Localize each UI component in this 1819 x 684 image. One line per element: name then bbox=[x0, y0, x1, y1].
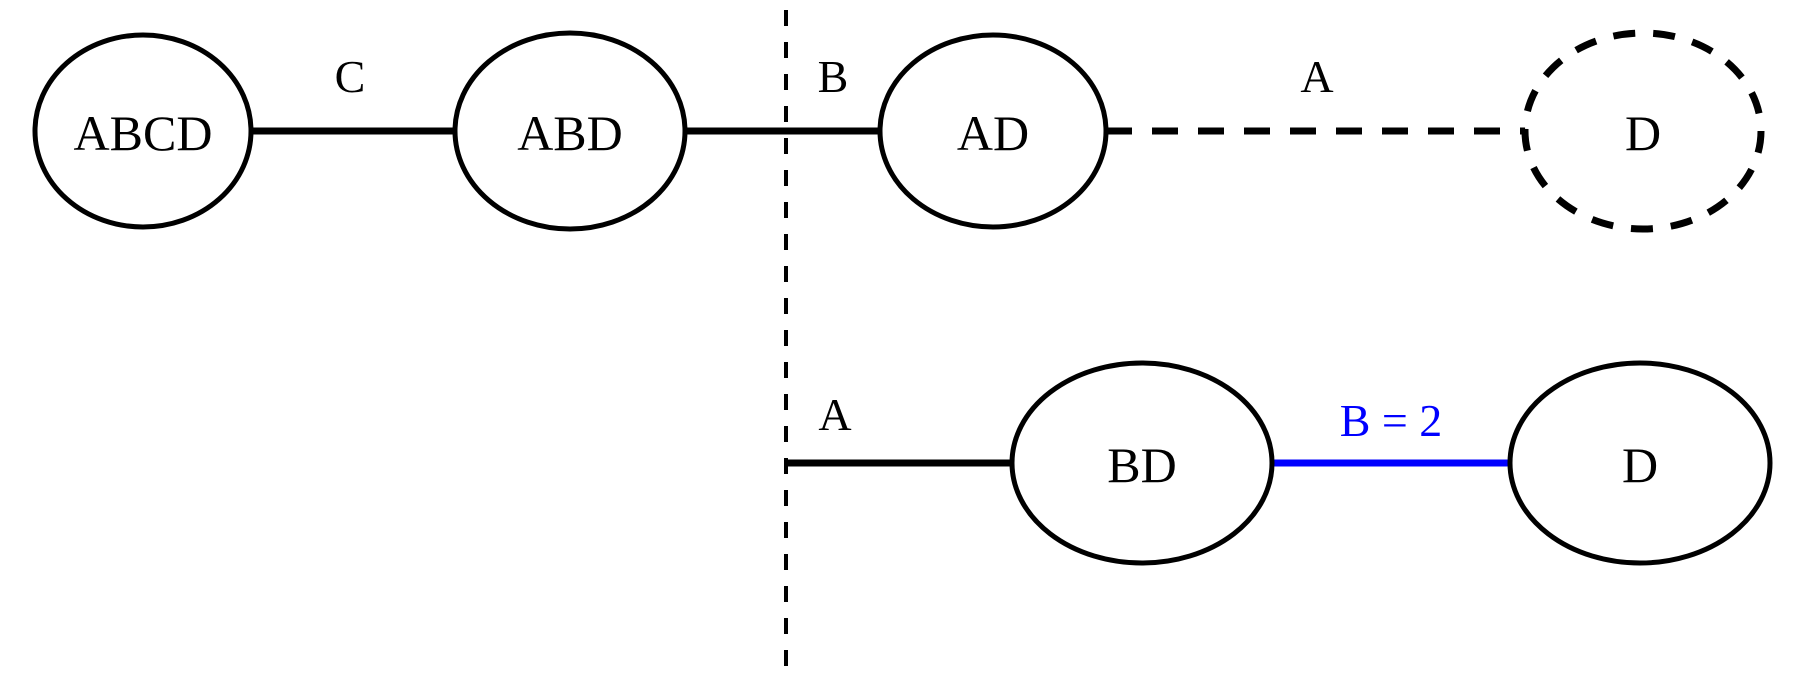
edge-label-b-equals-2: B = 2 bbox=[1340, 395, 1443, 446]
node-ellipse-bd[interactable] bbox=[1009, 360, 1275, 566]
edge-label-a-top: A bbox=[1300, 51, 1333, 102]
edge-abd-ad[interactable]: B bbox=[685, 51, 881, 135]
node-ellipse-ad[interactable] bbox=[877, 32, 1109, 230]
node-label-d-top: D bbox=[1625, 105, 1661, 161]
edge-bd-d[interactable]: B = 2 bbox=[1271, 395, 1511, 467]
node-ad[interactable]: AD bbox=[877, 32, 1109, 230]
node-ellipse-d-bottom[interactable] bbox=[1507, 360, 1773, 566]
node-bd[interactable]: BD bbox=[1009, 360, 1275, 566]
edge-label-b: B bbox=[818, 51, 849, 102]
node-abcd[interactable]: ABCD bbox=[32, 32, 254, 230]
node-d-top[interactable]: D bbox=[1521, 29, 1765, 233]
node-label-bd: BD bbox=[1107, 437, 1176, 493]
node-ellipse-abd[interactable] bbox=[452, 30, 688, 232]
edge-label-a-bottom: A bbox=[818, 389, 851, 440]
node-ellipse-d-dashed[interactable] bbox=[1521, 29, 1765, 233]
node-layer: ABCD ABD AD D BD D bbox=[32, 29, 1773, 566]
node-ellipse-abcd[interactable] bbox=[32, 32, 254, 230]
edge-abcd-abd[interactable]: C bbox=[251, 51, 456, 135]
node-label-d-bottom: D bbox=[1622, 437, 1658, 493]
node-label-abd: ABD bbox=[517, 105, 623, 161]
node-label-ad: AD bbox=[957, 105, 1029, 161]
edge-label-c: C bbox=[335, 51, 366, 102]
edge-separator-bd[interactable]: A bbox=[786, 389, 1013, 467]
edge-layer: C B A A B = 2 bbox=[251, 51, 1526, 467]
edge-ad-d[interactable]: A bbox=[1106, 51, 1526, 135]
node-label-abcd: ABCD bbox=[74, 105, 213, 161]
node-d-bottom[interactable]: D bbox=[1507, 360, 1773, 566]
node-abd[interactable]: ABD bbox=[452, 30, 688, 232]
